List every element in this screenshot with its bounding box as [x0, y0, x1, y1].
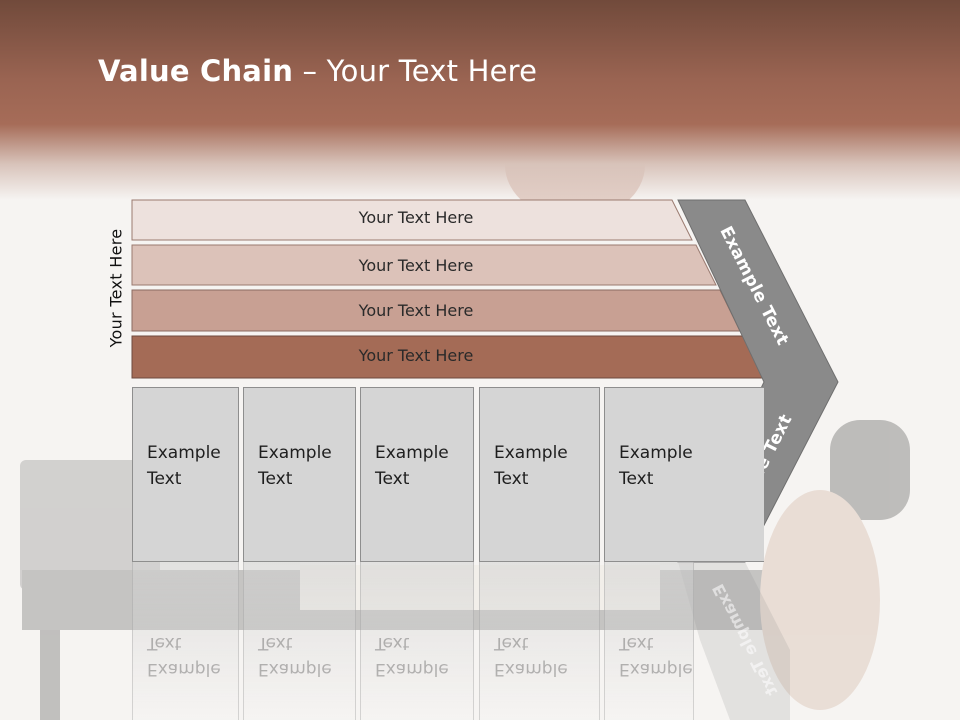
box-2-reflection: Example Text: [243, 562, 356, 720]
title-bold: Value Chain: [98, 54, 294, 88]
title-banner: [0, 0, 960, 200]
box-2-reflection-text: Example Text: [258, 633, 332, 679]
support-bar-2: [131, 244, 717, 286]
primary-activity-box-1: Example Text: [132, 387, 239, 562]
box-5-reflection-text: Example Text: [619, 633, 693, 679]
primary-activity-box-3: Example Text: [360, 387, 474, 562]
box-3-reflection: Example Text: [360, 562, 474, 720]
laptop-shape: [20, 460, 160, 590]
box-1-reflection-text: Example Text: [147, 633, 221, 679]
box-3-reflection-text: Example Text: [375, 633, 449, 679]
primary-activity-1-label: Example Text: [147, 443, 221, 489]
box-1-reflection: Example Text: [132, 562, 239, 720]
primary-activity-box-5: Example Text: [604, 387, 764, 562]
title-rest: – Your Text Here: [293, 54, 538, 88]
box-5-reflection: Example Text: [604, 562, 694, 720]
primary-activity-box-4: Example Text: [479, 387, 600, 562]
primary-activity-2-label: Example Text: [258, 443, 332, 489]
primary-activity-box-2: Example Text: [243, 387, 356, 562]
leg-shape: [830, 420, 910, 520]
box-4-reflection-text: Example Text: [494, 633, 568, 679]
primary-activity-4-label: Example Text: [494, 443, 568, 489]
box-4-reflection: Example Text: [479, 562, 600, 720]
primary-activity-3-label: Example Text: [375, 443, 449, 489]
primary-activity-5-label: Example Text: [619, 443, 693, 489]
slide-title: Value Chain – Your Text Here: [98, 54, 537, 88]
support-bar-2-label: Your Text Here: [358, 256, 474, 275]
support-bar-1-label: Your Text Here: [358, 208, 474, 227]
support-bar-1: [131, 199, 693, 241]
chevron-reflection: [678, 562, 790, 720]
support-bar-4-label: Your Text Here: [358, 346, 474, 365]
support-bar-3-label: Your Text Here: [358, 301, 474, 320]
